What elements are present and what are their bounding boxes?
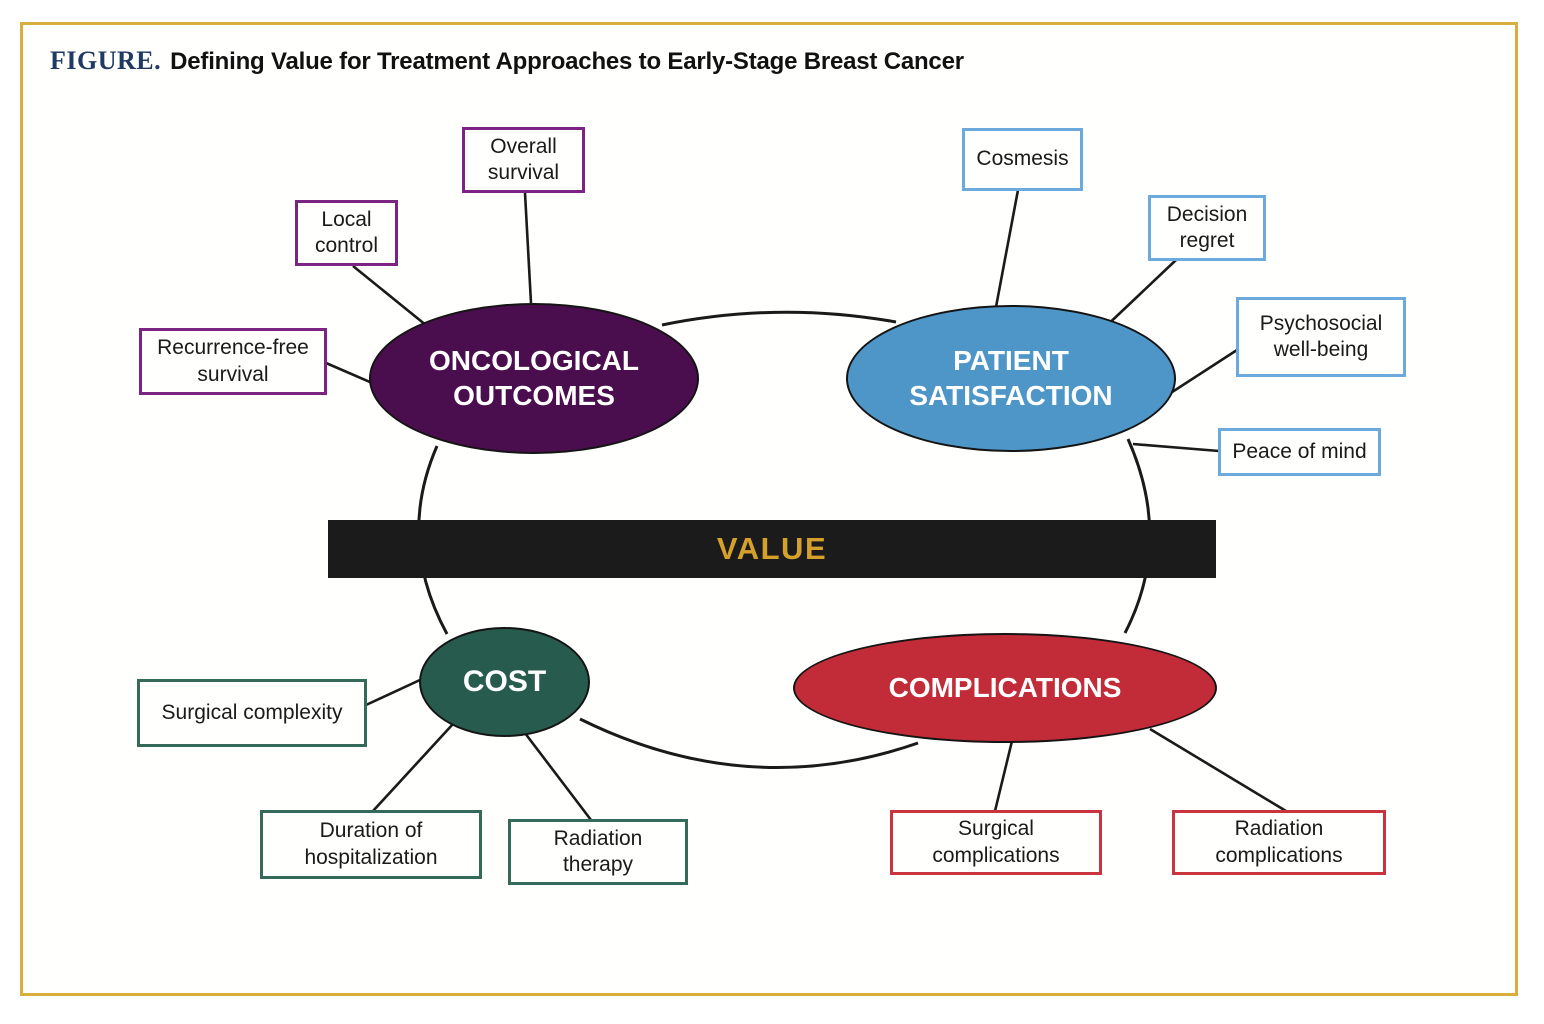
factor-peace-of-mind: Peace of mind [1218, 428, 1381, 476]
node-cost: COST [419, 627, 590, 737]
line-peace-of-mind [1132, 442, 1220, 453]
factor-local-control: Local control [295, 200, 398, 266]
factor-decision-regret: Decision regret [1148, 195, 1266, 261]
factor-surgical-complexity: Surgical complexity [137, 679, 367, 747]
factor-decision-regret-label: Decision regret [1166, 202, 1248, 252]
factor-peace-of-mind-label: Peace of mind [1232, 439, 1367, 463]
figure-label: FIGURE. [50, 46, 162, 75]
factor-recurrence-free-survival: Recurrence-free survival [139, 328, 327, 395]
factor-psychosocial-well-being-label: Psychosocial well-being [1259, 311, 1383, 361]
line-surgical-complications [993, 740, 1014, 812]
factor-radiation-complications: Radiation complications [1172, 810, 1386, 875]
node-patient-satisfaction-label: PATIENT SATISFACTION [909, 345, 1113, 411]
factor-recurrence-free-survival-label: Recurrence-free survival [157, 336, 309, 386]
factor-duration-of-hospitalization: Duration of hospitalization [260, 810, 482, 879]
factor-surgical-complications: Surgical complications [890, 810, 1102, 875]
line-cosmesis [994, 189, 1020, 308]
factor-overall-survival: Overall survival [462, 127, 585, 193]
node-oncological-outcomes-label: ONCOLOGICAL OUTCOMES [429, 345, 639, 411]
figure-title: FIGURE. Defining Value for Treatment App… [50, 46, 964, 76]
factor-local-control-label: Local control [314, 207, 379, 257]
factor-radiation-therapy-label: Radiation therapy [553, 826, 643, 876]
node-oncological-outcomes: ONCOLOGICAL OUTCOMES [369, 303, 699, 454]
factor-psychosocial-well-being: Psychosocial well-being [1236, 297, 1406, 377]
figure-title-text: Defining Value for Treatment Approaches … [170, 48, 964, 75]
line-radiation-complications [1149, 727, 1287, 813]
line-decision-regret [1100, 259, 1177, 332]
arrow-cost-complications [579, 717, 919, 770]
factor-overall-survival-label: Overall survival [487, 134, 560, 184]
node-cost-label: COST [462, 664, 547, 698]
node-patient-satisfaction: PATIENT SATISFACTION [846, 305, 1176, 452]
factor-cosmesis-label: Cosmesis [976, 147, 1069, 171]
line-psychosocial-well-being [1165, 348, 1238, 398]
line-local-control [352, 264, 433, 332]
factor-radiation-therapy: Radiation therapy [508, 819, 688, 885]
value-bar: VALUE [328, 520, 1216, 578]
node-complications: COMPLICATIONS [793, 633, 1217, 743]
node-complications-label: COMPLICATIONS [888, 671, 1122, 703]
factor-cosmesis: Cosmesis [962, 128, 1083, 191]
factor-radiation-complications-label: Radiation complications [1215, 817, 1343, 867]
factor-surgical-complications-label: Surgical complications [932, 817, 1060, 867]
value-bar-label: VALUE [716, 531, 828, 566]
line-overall-survival [523, 192, 533, 304]
line-duration-of-hospitalization [372, 711, 465, 812]
factor-surgical-complexity-label: Surgical complexity [161, 700, 343, 724]
factor-duration-of-hospitalization-label: Duration of hospitalization [304, 819, 438, 869]
arrow-oncological-satisfaction [661, 310, 897, 327]
